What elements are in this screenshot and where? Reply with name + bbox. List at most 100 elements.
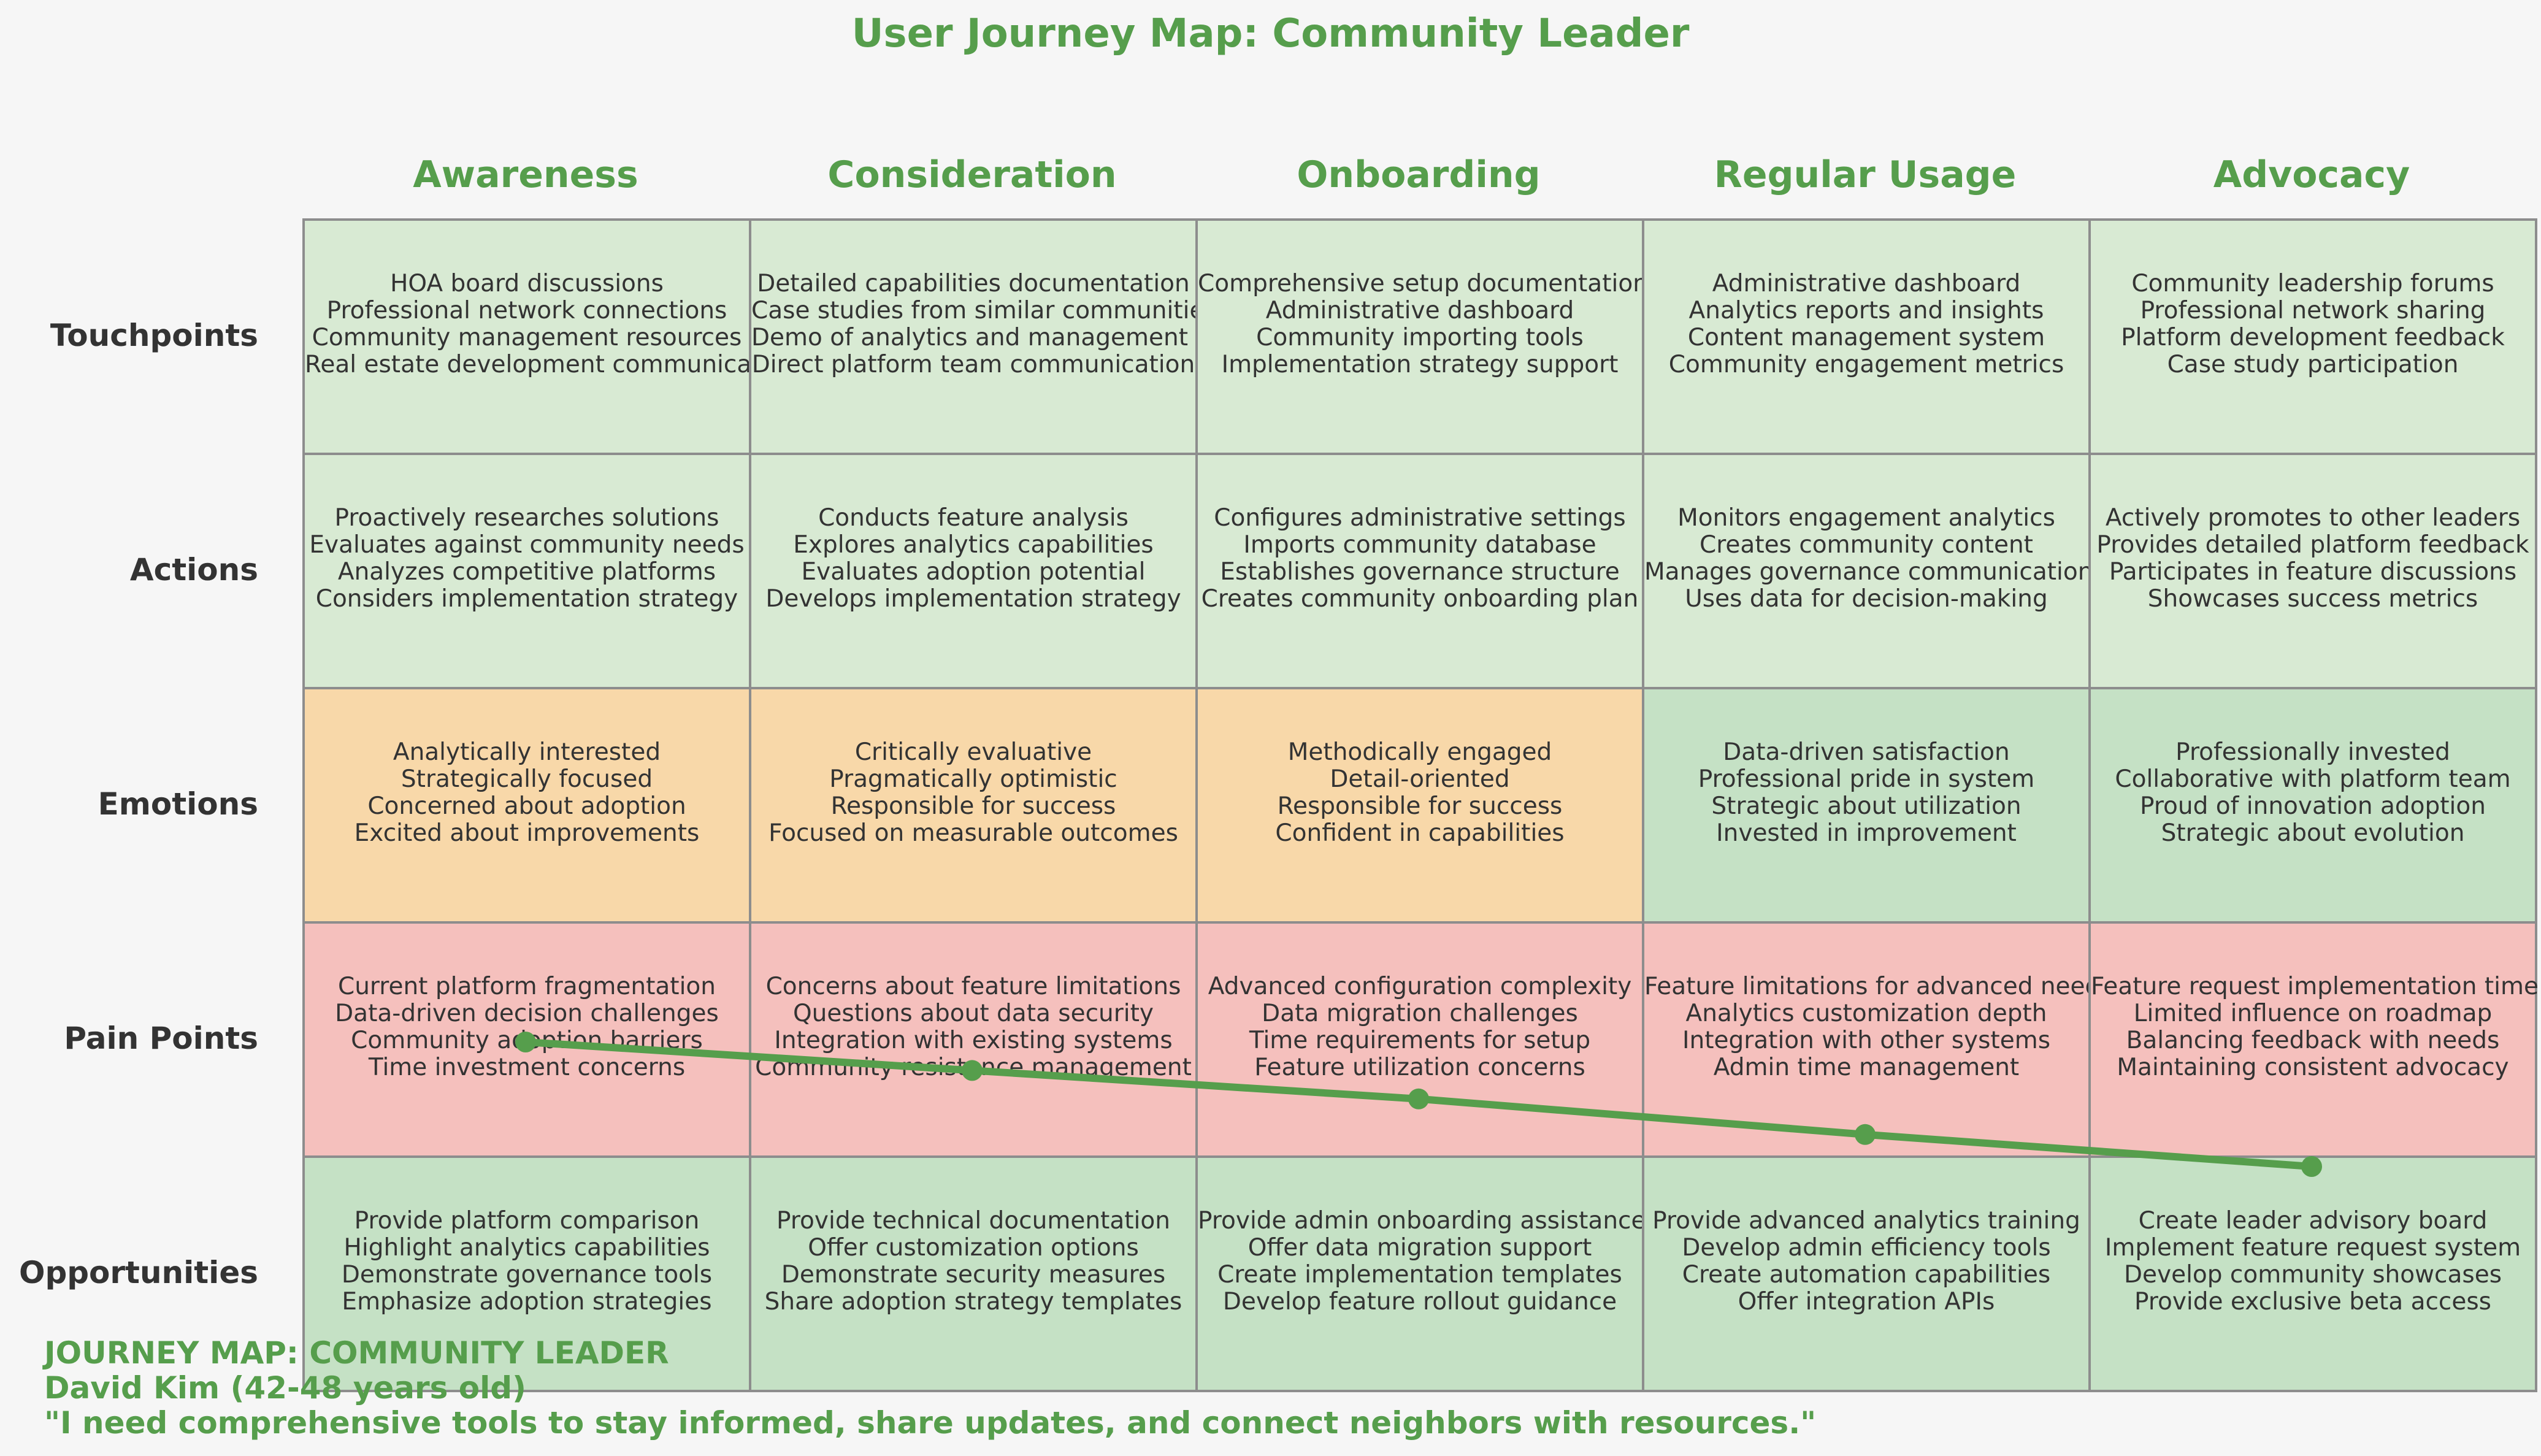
cell-line: Concerned about adoption [367, 792, 686, 820]
cell-line: Admin time management [1713, 1054, 2020, 1081]
cell-line: Questions about data security [792, 1000, 1154, 1027]
cell-line: Offer data migration support [1248, 1234, 1592, 1262]
cell-line: Demonstrate security measures [781, 1261, 1166, 1289]
cell-line: Direct platform team communication [751, 351, 1195, 378]
cell-line: Analytics customization depth [1685, 1000, 2047, 1027]
cell-line: Professional network connections [326, 297, 727, 324]
cell-line: Explores analytics capabilities [793, 531, 1154, 559]
row-label-emotions: Emotions [98, 786, 258, 822]
cell-line: Balancing feedback with needs [2126, 1027, 2500, 1054]
cell-line: Community importing tools [1256, 324, 1584, 351]
cell-line: Excited about improvements [354, 819, 700, 847]
cell-line: Time investment concerns [368, 1054, 686, 1081]
cell-line: Content management system [1687, 324, 2045, 351]
cell-line: Develops implementation strategy [765, 585, 1181, 613]
cell-line: HOA board discussions [390, 270, 664, 297]
cell-line: Administrative dashboard [1712, 270, 2021, 297]
cell-line: Community engagement metrics [1668, 351, 2064, 378]
cell-line: Integration with other systems [1682, 1027, 2051, 1054]
cell-line: Case study participation [2167, 351, 2459, 378]
cell-line: Community management resources [312, 324, 742, 351]
cell-line: Feature limitations for advanced needs [1644, 973, 2113, 1000]
cell-line: Responsible for success [830, 792, 1116, 820]
stage-header-advocacy: Advocacy [2213, 153, 2410, 196]
cell-line: Collaborative with platform team [2115, 765, 2511, 793]
cell-line: Administrative dashboard [1265, 297, 1574, 324]
cell-line: Develop community showcases [2123, 1261, 2502, 1289]
cell-line: Configures administrative settings [1214, 504, 1626, 532]
stage-header-awareness: Awareness [413, 153, 638, 196]
cell-line: Professional pride in system [1698, 765, 2035, 793]
cell-line: Evaluates adoption potential [801, 558, 1146, 586]
cell-line: Monitors engagement analytics [1677, 504, 2055, 532]
cell-line: Methodically engaged [1287, 738, 1552, 766]
cell-line: Invested in improvement [1716, 819, 2017, 847]
cell-line: Establishes governance structure [1220, 558, 1620, 586]
cell-line: Professional network sharing [2140, 297, 2486, 324]
cell-line: Provide advanced analytics training [1652, 1207, 2080, 1235]
cell-line: Manages governance communications [1644, 558, 2106, 586]
cell-line: Feature utilization concerns [1254, 1054, 1585, 1081]
page-title: User Journey Map: Community Leader [851, 11, 1690, 56]
cell-line: Current platform fragmentation [337, 973, 716, 1000]
cell-line: Data-driven decision challenges [335, 1000, 719, 1027]
cell-line: Analytically interested [393, 738, 661, 766]
cell-line: Data-driven satisfaction [1723, 738, 2010, 766]
cell-line: Advanced configuration complexity [1208, 973, 1632, 1000]
cell-line: Case studies from similar communities [751, 297, 1217, 324]
cell-line: Feature request implementation time [2091, 973, 2539, 1000]
cell-line: Maintaining consistent advocacy [2117, 1054, 2509, 1081]
row-label-touchpoints: Touchpoints [50, 318, 258, 353]
cell-line: Showcases success metrics [2147, 585, 2478, 613]
cell-line: Develop feature rollout guidance [1222, 1288, 1617, 1316]
cell-line: Provide platform comparison [354, 1207, 700, 1235]
cell-line: Proactively researches solutions [334, 504, 719, 532]
cell-line: Emphasize adoption strategies [342, 1288, 712, 1316]
cell-line: Create leader advisory board [2138, 1207, 2488, 1235]
cell-line: Proud of innovation adoption [2140, 792, 2486, 820]
cell-line: Platform development feedback [2121, 324, 2505, 351]
cell-line: Community leadership forums [2131, 270, 2494, 297]
cell-line: Demo of analytics and management tools [751, 324, 1254, 351]
cell-line: Confident in capabilities [1275, 819, 1565, 847]
cell-line: Strategic about utilization [1711, 792, 2022, 820]
stage-header-regular-usage: Regular Usage [1714, 153, 2017, 196]
cell-line: Responsible for success [1277, 792, 1563, 820]
cell-line: Provide admin onboarding assistance [1198, 1207, 1646, 1235]
cell-line: Creates community content [1700, 531, 2033, 559]
cell-line: Community adoption barriers [351, 1027, 703, 1054]
